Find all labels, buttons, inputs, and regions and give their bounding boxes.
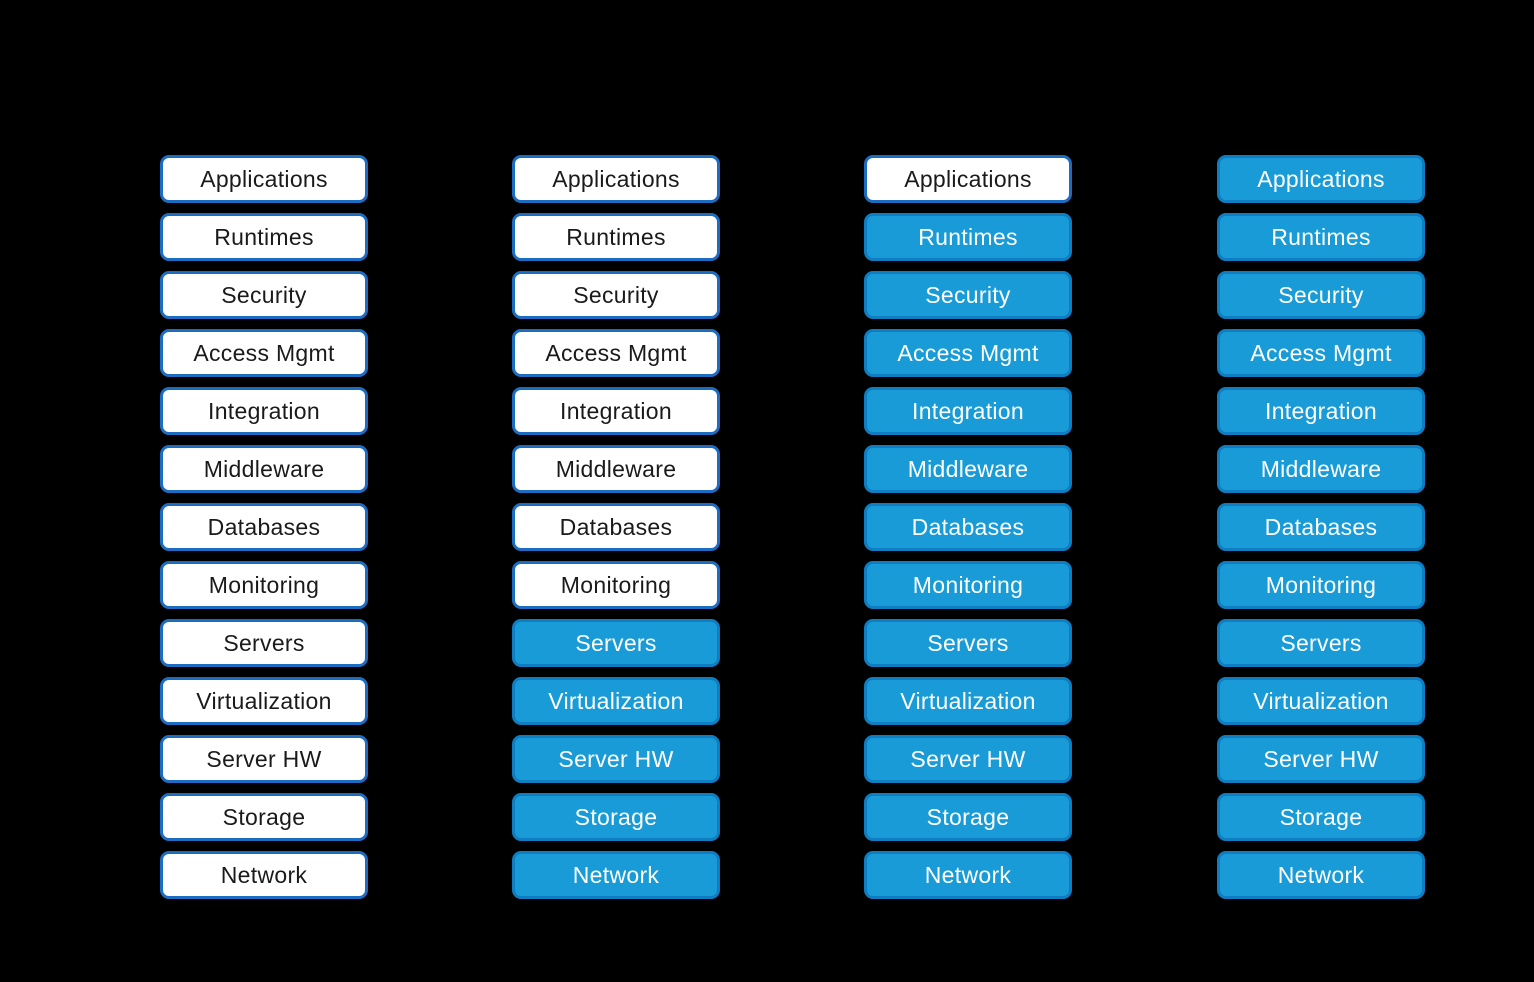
stack-box-column-3-runtimes: Runtimes <box>864 213 1072 261</box>
stack-box-column-4-server-hw: Server HW <box>1217 735 1425 783</box>
stack-box-column-1-network: Network <box>160 851 368 899</box>
stack-box-column-2-server-hw: Server HW <box>512 735 720 783</box>
stack-box-column-2-servers: Servers <box>512 619 720 667</box>
stack-box-column-2-databases: Databases <box>512 503 720 551</box>
stack-box-column-2-monitoring: Monitoring <box>512 561 720 609</box>
stack-box-column-2-security: Security <box>512 271 720 319</box>
stack-box-column-4-virtualization: Virtualization <box>1217 677 1425 725</box>
stack-box-column-2-storage: Storage <box>512 793 720 841</box>
stack-box-column-1-monitoring: Monitoring <box>160 561 368 609</box>
stack-box-column-1-middleware: Middleware <box>160 445 368 493</box>
stack-box-column-2-runtimes: Runtimes <box>512 213 720 261</box>
stack-box-column-3-middleware: Middleware <box>864 445 1072 493</box>
stack-box-column-4-applications: Applications <box>1217 155 1425 203</box>
stack-box-column-2-virtualization: Virtualization <box>512 677 720 725</box>
stack-box-column-4-servers: Servers <box>1217 619 1425 667</box>
stack-box-column-3-integration: Integration <box>864 387 1072 435</box>
stack-box-column-1-server-hw: Server HW <box>160 735 368 783</box>
stack-box-column-1-runtimes: Runtimes <box>160 213 368 261</box>
stack-box-column-3-access-mgmt: Access Mgmt <box>864 329 1072 377</box>
stack-box-column-1-databases: Databases <box>160 503 368 551</box>
stack-box-column-1-security: Security <box>160 271 368 319</box>
stack-box-column-4-integration: Integration <box>1217 387 1425 435</box>
stack-box-column-2-network: Network <box>512 851 720 899</box>
stack-box-column-2-applications: Applications <box>512 155 720 203</box>
stack-box-column-4-databases: Databases <box>1217 503 1425 551</box>
stack-box-column-1-storage: Storage <box>160 793 368 841</box>
stack-box-column-4-access-mgmt: Access Mgmt <box>1217 329 1425 377</box>
stack-box-column-1-access-mgmt: Access Mgmt <box>160 329 368 377</box>
stack-box-column-3-servers: Servers <box>864 619 1072 667</box>
stack-box-column-4-middleware: Middleware <box>1217 445 1425 493</box>
stack-box-column-2-integration: Integration <box>512 387 720 435</box>
stack-box-column-3-virtualization: Virtualization <box>864 677 1072 725</box>
stack-box-column-3-applications: Applications <box>864 155 1072 203</box>
stack-box-column-2-middleware: Middleware <box>512 445 720 493</box>
stack-box-column-3-security: Security <box>864 271 1072 319</box>
stack-box-column-3-monitoring: Monitoring <box>864 561 1072 609</box>
stack-box-column-4-network: Network <box>1217 851 1425 899</box>
stack-box-column-1-servers: Servers <box>160 619 368 667</box>
stack-box-column-3-server-hw: Server HW <box>864 735 1072 783</box>
stack-box-column-1-integration: Integration <box>160 387 368 435</box>
stack-box-column-1-virtualization: Virtualization <box>160 677 368 725</box>
stack-box-column-3-network: Network <box>864 851 1072 899</box>
stack-box-column-3-databases: Databases <box>864 503 1072 551</box>
stack-box-column-4-runtimes: Runtimes <box>1217 213 1425 261</box>
stack-box-column-1-applications: Applications <box>160 155 368 203</box>
stack-box-column-2-access-mgmt: Access Mgmt <box>512 329 720 377</box>
stack-box-column-4-security: Security <box>1217 271 1425 319</box>
stack-box-column-4-storage: Storage <box>1217 793 1425 841</box>
stack-box-column-3-storage: Storage <box>864 793 1072 841</box>
stack-box-column-4-monitoring: Monitoring <box>1217 561 1425 609</box>
